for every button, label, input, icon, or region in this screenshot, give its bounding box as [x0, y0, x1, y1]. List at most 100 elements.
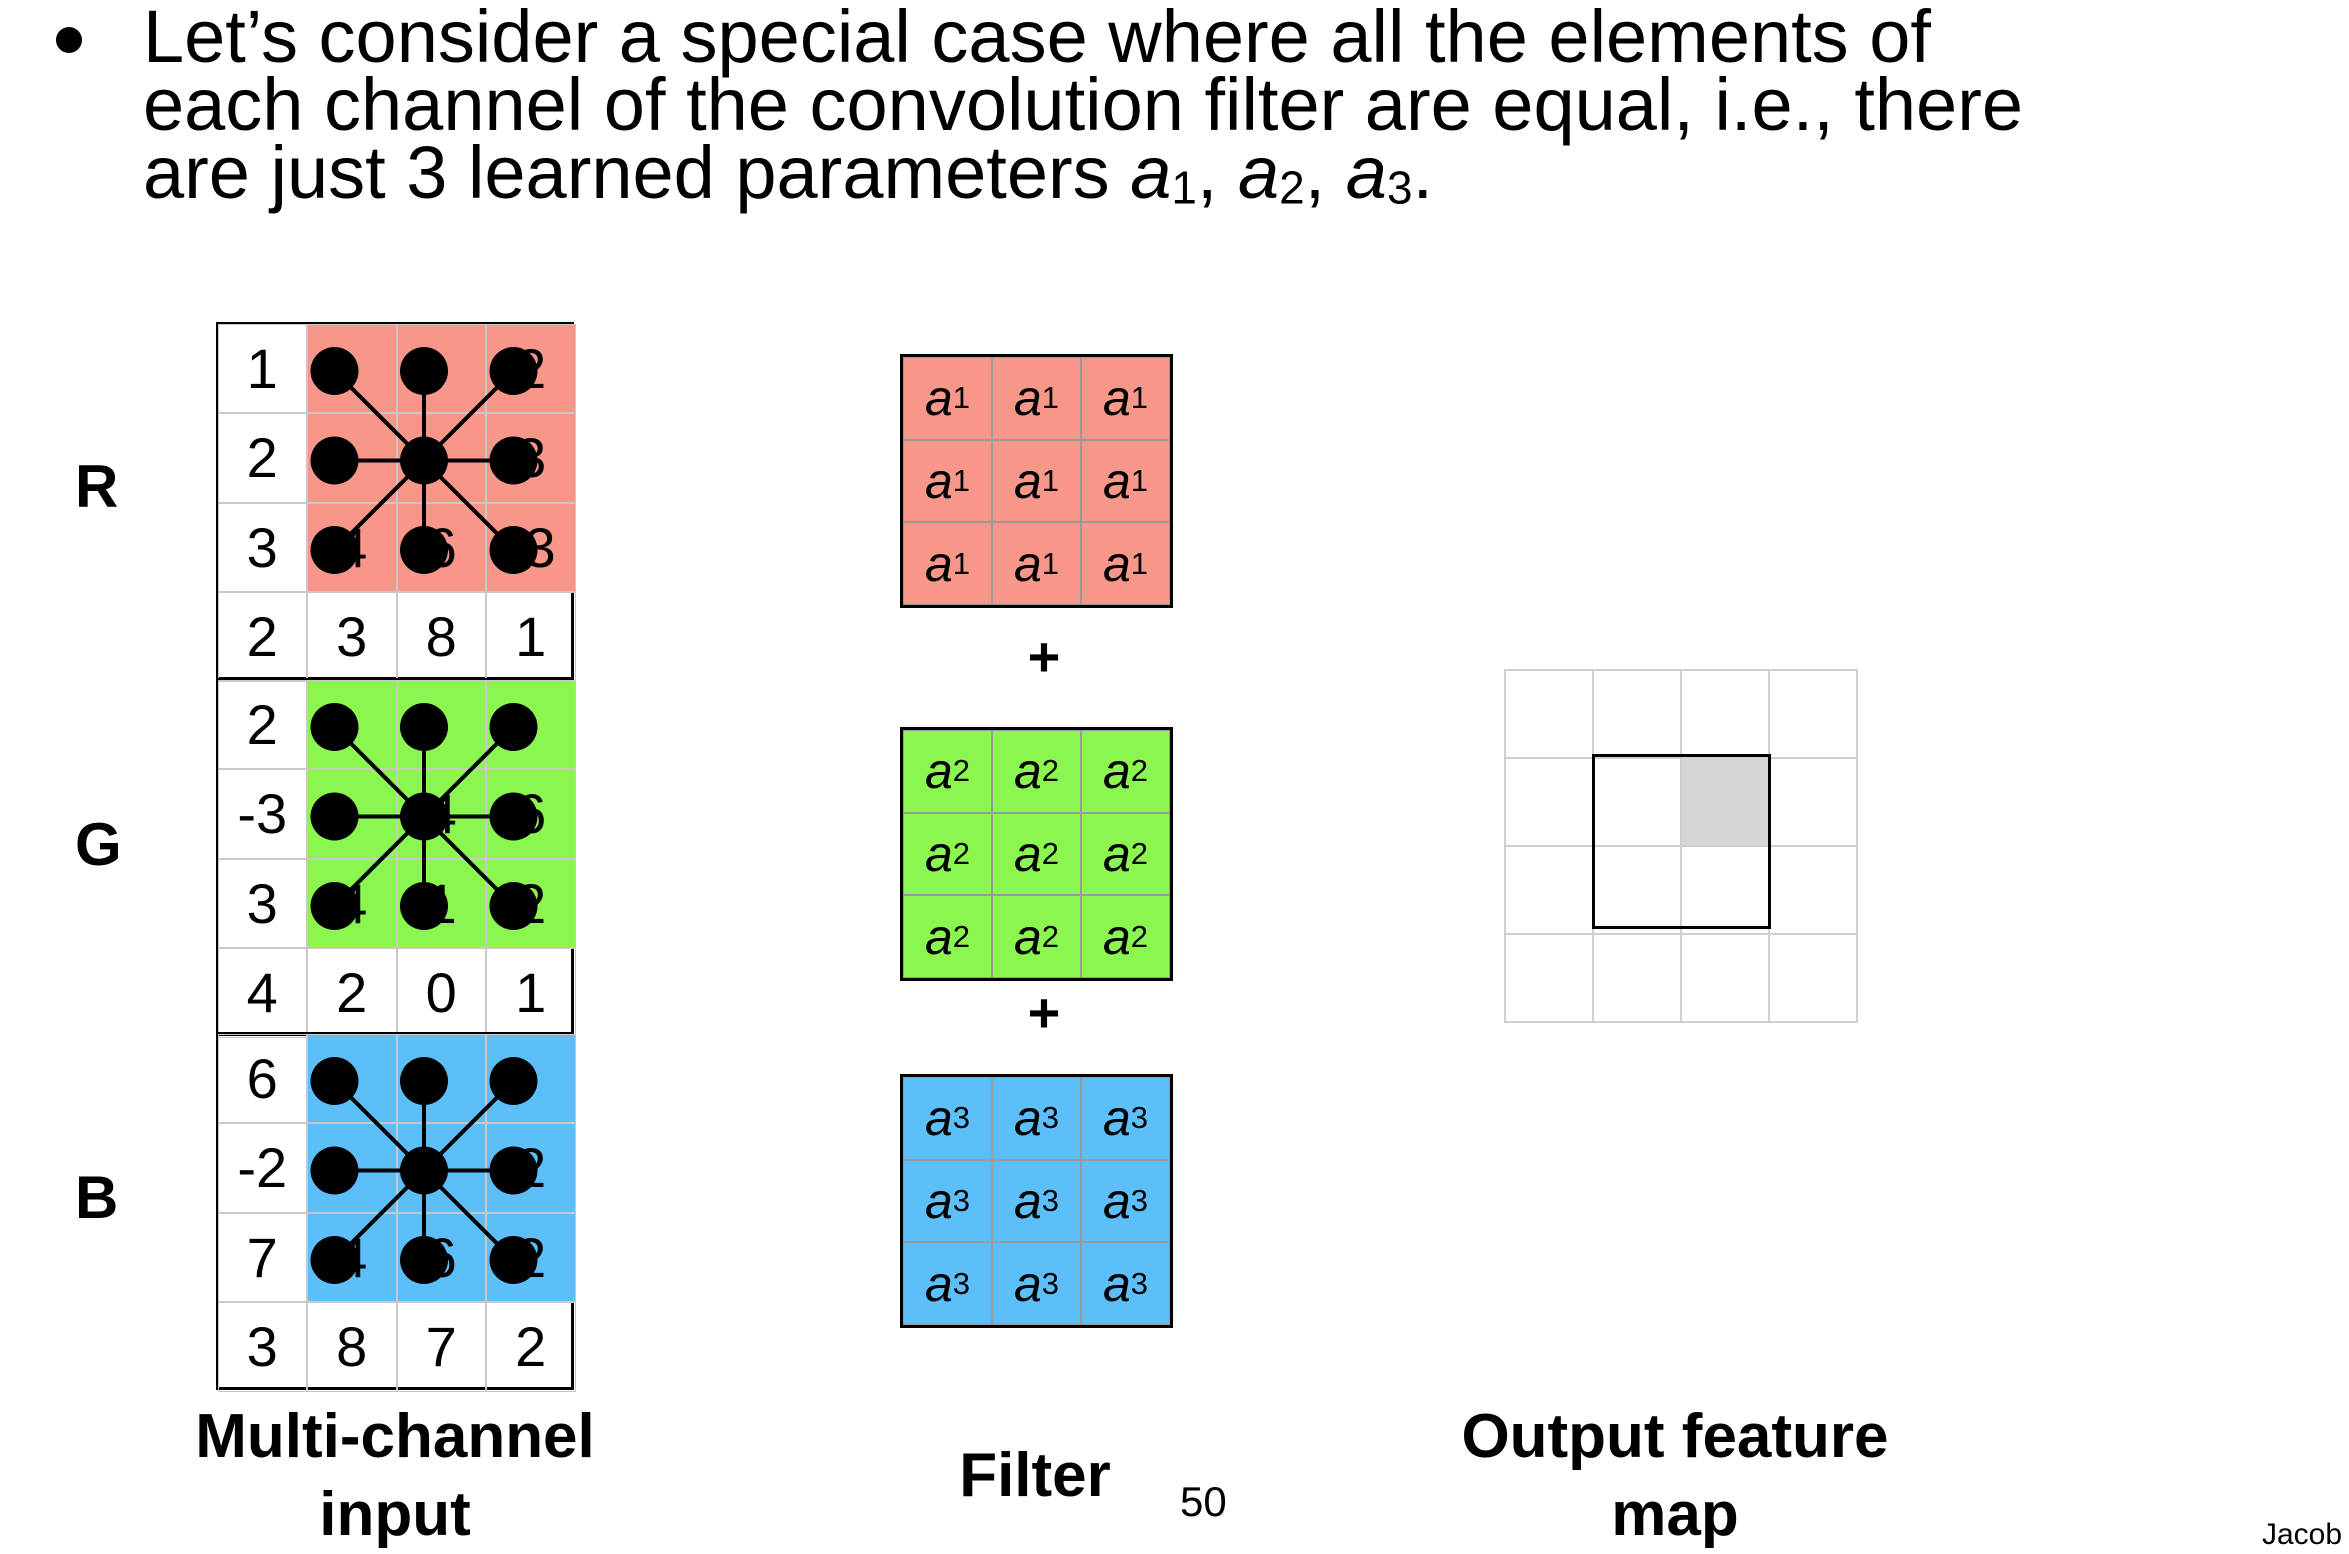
output-cell — [1768, 845, 1858, 935]
input-cell-colored — [307, 323, 397, 413]
output-cell — [1504, 669, 1594, 759]
input-cell: 1 — [486, 948, 576, 1038]
input-cell: 3 — [217, 858, 307, 948]
input-cell-colored: 1 — [396, 858, 486, 948]
output-cell — [1504, 845, 1594, 935]
output-cell — [1592, 669, 1682, 759]
input-cell: 2 — [217, 413, 307, 503]
caption-output-line-1: Output feature — [1461, 1402, 1889, 1471]
input-cell: 1 — [217, 323, 307, 413]
input-cell-colored: 6 — [486, 769, 576, 859]
input-cell-colored — [396, 323, 486, 413]
input-cell: 2 — [307, 948, 397, 1038]
plus-sign-1: + — [1027, 625, 1061, 688]
output-cell — [1768, 669, 1858, 759]
input-cell: 7 — [217, 1212, 307, 1302]
output-cell — [1768, 933, 1858, 1023]
input-cell: 4 — [217, 948, 307, 1038]
bullet-line-2: each channel of the convolution filter a… — [143, 63, 2023, 146]
footer-credit: Jacob — [2262, 1518, 2343, 1551]
input-cell-colored — [486, 679, 576, 769]
input-cell: -2 — [217, 1123, 307, 1213]
input-cell: 3 — [217, 502, 307, 592]
page-number: 50 — [1180, 1478, 1227, 1525]
input-cell-colored — [307, 679, 397, 769]
caption-input-line-2: input — [319, 1480, 471, 1549]
output-cell — [1592, 933, 1682, 1023]
input-cell-colored — [307, 413, 397, 503]
input-cell: 1 — [486, 592, 576, 682]
input-cell-colored: 4 — [307, 1212, 397, 1302]
output-cell — [1504, 933, 1594, 1023]
output-cell — [1680, 757, 1770, 847]
input-cell-colored — [396, 413, 486, 503]
bullet-line-3: are just 3 learned parameters a1, a2, a3… — [143, 131, 1434, 214]
caption-output-line-2: map — [1611, 1480, 1739, 1549]
input-cell-colored: 2 — [486, 1123, 576, 1213]
input-cell-colored: -3 — [486, 502, 576, 592]
input-cell-colored: 2 — [486, 323, 576, 413]
channel-label-b: B — [75, 1164, 119, 1231]
input-cell-colored — [486, 1033, 576, 1123]
caption-output: Output feature map — [1400, 1398, 1950, 1554]
bullet-dot — [56, 27, 82, 53]
input-cell-colored: 4 — [307, 502, 397, 592]
output-cell — [1680, 933, 1770, 1023]
input-cell: -3 — [217, 769, 307, 859]
caption-input: Multi-channel input — [160, 1398, 630, 1554]
input-cell-colored: 4 — [396, 769, 486, 859]
input-cell: 6 — [217, 1033, 307, 1123]
input-cell-colored — [396, 679, 486, 769]
input-cell-colored — [307, 1123, 397, 1213]
input-cell-colored: 2 — [486, 1212, 576, 1302]
input-cell: 8 — [307, 1302, 397, 1392]
input-cell-colored: 2 — [486, 858, 576, 948]
input-cell: 0 — [396, 948, 486, 1038]
channel-label-g: G — [75, 811, 122, 878]
caption-filter: Filter — [959, 1441, 1111, 1510]
channel-label-r: R — [75, 453, 119, 520]
input-cell: 2 — [486, 1302, 576, 1392]
input-cell-colored: 3 — [486, 413, 576, 503]
input-cell-colored — [396, 1123, 486, 1213]
output-cell — [1504, 757, 1594, 847]
output-grid — [1504, 669, 1858, 1023]
receptive-window — [1592, 754, 1771, 929]
input-cell-colored: 6 — [396, 502, 486, 592]
caption-input-line-1: Multi-channel — [195, 1402, 595, 1471]
plus-sign-2: + — [1027, 981, 1061, 1044]
input-cell: 2 — [217, 679, 307, 769]
output-cell — [1680, 669, 1770, 759]
input-cell: 3 — [217, 1302, 307, 1392]
